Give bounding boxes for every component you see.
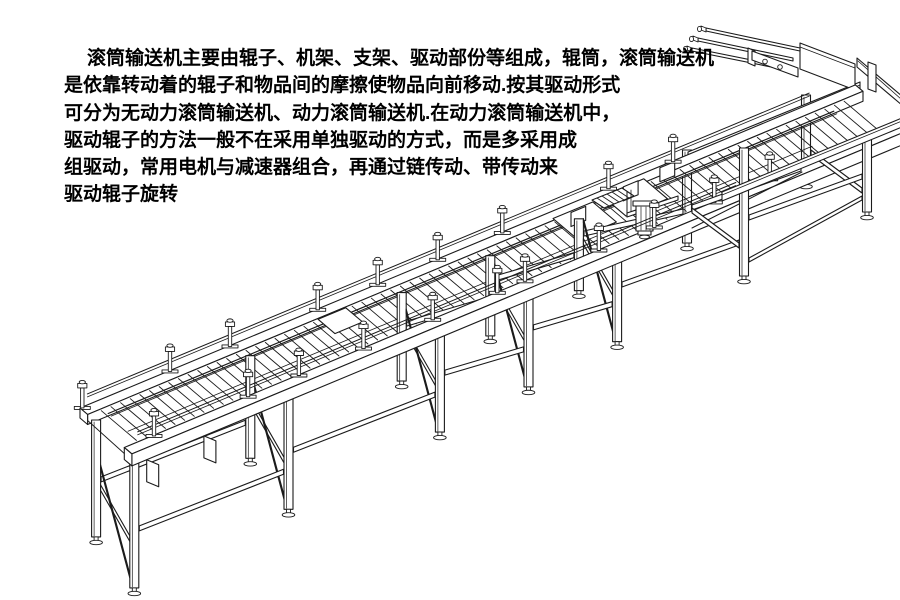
intro-line-1: 滚筒输送机主要由辊子、机架、支架、驱动部份等组成，辊筒，滚筒输送机	[87, 48, 715, 69]
intro-paragraph: 滚筒输送机主要由辊子、机架、支架、驱动部份等组成，辊筒，滚筒输送机 是依靠转动着…	[64, 45, 714, 209]
intro-line-3: 可分为无动力滚筒输送机、动力滚筒输送机.在动力滚筒输送机中，	[64, 102, 621, 124]
intro-line-4: 驱动辊子的方法一般不在采用单独驱动的方式，而是多采用成	[64, 129, 578, 151]
intro-line-6: 驱动辊子旋转	[64, 184, 179, 206]
intro-line-5: 组驱动，常用电机与减速器组合，再通过链传动、带传动来	[64, 157, 559, 179]
intro-line-2: 是依靠转动着的辊子和物品间的摩擦使物品向前移动.按其驱动形式	[64, 75, 621, 97]
